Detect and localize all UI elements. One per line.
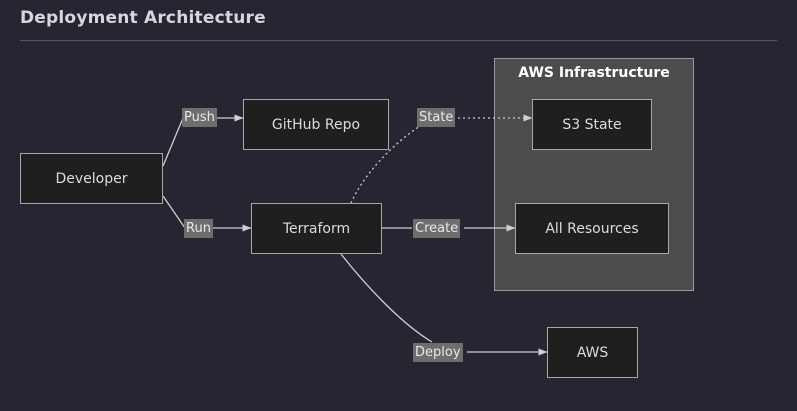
header-divider xyxy=(20,40,777,41)
node-all-resources[interactable]: All Resources xyxy=(515,203,669,254)
edge-label-terraform-s3-state: State xyxy=(417,108,456,127)
node-label: GitHub Repo xyxy=(271,116,361,133)
node-label: Developer xyxy=(55,170,128,187)
node-label: Terraform xyxy=(282,220,351,237)
node-s3-state[interactable]: S3 State xyxy=(532,99,652,150)
node-github-repo[interactable]: GitHub Repo xyxy=(243,99,389,150)
node-label: All Resources xyxy=(545,220,639,237)
node-label: S3 State xyxy=(562,116,622,133)
node-developer[interactable]: Developer xyxy=(20,153,163,204)
edge-label-terraform-aws: Deploy xyxy=(413,343,463,362)
cluster-title: AWS Infrastructure xyxy=(518,65,670,81)
edge-label-developer-github-repo: Push xyxy=(182,108,217,127)
edge-label-terraform-all-resources: Create xyxy=(413,219,461,238)
edge-layer xyxy=(162,114,548,356)
node-label: AWS xyxy=(576,344,609,361)
node-aws[interactable]: AWS xyxy=(547,327,638,378)
edge-developer-terraform xyxy=(162,195,186,229)
page-title: Deployment Architecture xyxy=(20,8,266,28)
node-terraform[interactable]: Terraform xyxy=(251,203,382,254)
edge-label-developer-terraform: Run xyxy=(184,219,213,238)
edge-terraform-aws xyxy=(340,253,433,343)
edge-developer-github-repo xyxy=(162,117,184,167)
